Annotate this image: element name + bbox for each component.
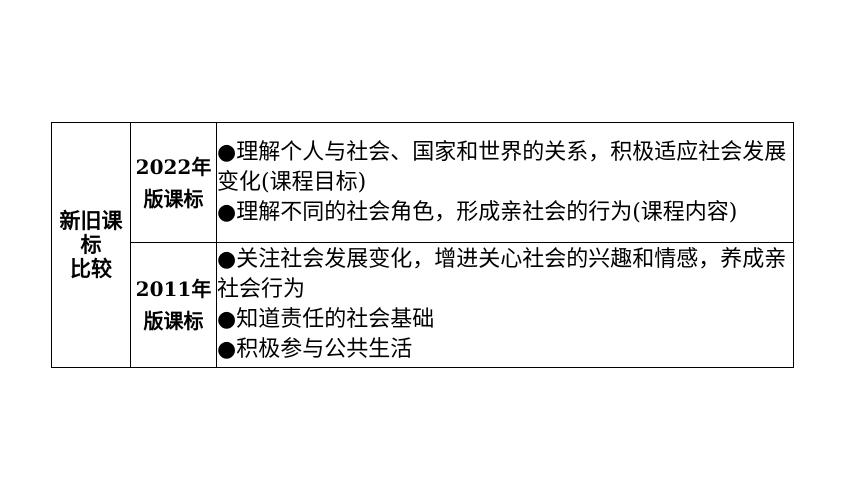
row-header-line: 比较 [70,256,112,281]
row-header-line: 标 [80,232,102,257]
list-item: ●知道责任的社会基础 [217,307,435,332]
version-year: 2022年 [135,154,212,179]
comparison-table: 新旧课 标 比较 2022年 版课标 ●理解个人与社会、国家和世界的关系，积极适… [51,122,794,368]
content-cell-2011: ●关注社会发展变化，增进关心社会的兴趣和情感，养成亲社会行为 ●知道责任的社会基… [216,242,794,368]
row-header-line: 新旧课 [59,208,123,233]
table-row: 2011年 版课标 ●关注社会发展变化，增进关心社会的兴趣和情感，养成亲社会行为… [52,242,794,368]
list-item: ●积极参与公共生活 [217,337,413,362]
version-label: 版课标 [143,186,204,211]
version-cell-2022: 2022年 版课标 [130,122,217,243]
table-row: 新旧课 标 比较 2022年 版课标 ●理解个人与社会、国家和世界的关系，积极适… [51,122,794,368]
list-item: ●理解个人与社会、国家和世界的关系，积极适应社会发展变化(课程目标) [217,139,787,195]
list-item: ●关注社会发展变化，增进关心社会的兴趣和情感，养成亲社会行为 [217,247,787,302]
version-cell-2011: 2011年 版课标 [130,242,217,368]
content-cell-2022: ●理解个人与社会、国家和世界的关系，积极适应社会发展变化(课程目标) ●理解不同… [216,122,794,243]
version-label: 版课标 [143,309,204,333]
list-item: ●理解不同的社会角色，形成亲社会的行为(课程内容) [217,199,738,225]
version-year: 2011年 [135,277,212,301]
row-header-cell: 新旧课 标 比较 [51,122,131,368]
